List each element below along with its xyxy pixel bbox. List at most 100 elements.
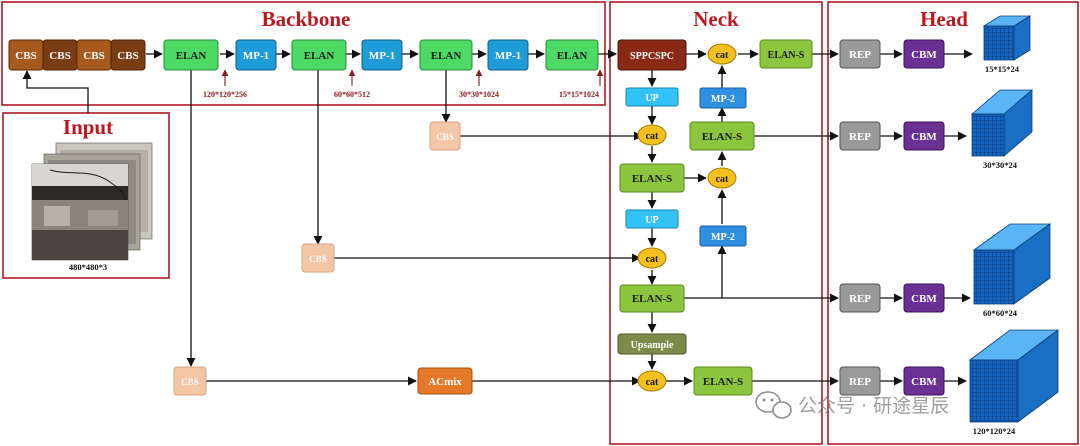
neck-cat-2: cat [637, 247, 667, 269]
input-title: Input [63, 115, 113, 139]
neck-up-2: UP [625, 209, 679, 229]
svg-text:cat: cat [646, 377, 659, 388]
head-title: Head [920, 7, 968, 31]
neck-cat-1: cat [637, 124, 667, 146]
svg-text:MP-1: MP-1 [369, 50, 395, 62]
svg-text:MP-2: MP-2 [711, 94, 735, 105]
head-cbm-1: CBM [903, 39, 945, 69]
dim-label-3: 30*30*1024 [459, 90, 499, 99]
head-rep-4: REP [839, 366, 881, 396]
head-rep-3: REP [839, 283, 881, 313]
input-image-stack [31, 142, 153, 261]
svg-text:UP: UP [645, 215, 658, 226]
svg-text:UP: UP [645, 93, 658, 104]
head-rep-1: REP [839, 39, 881, 69]
svg-text:cat: cat [646, 254, 659, 265]
backbone-mp1-2: MP-1 [361, 39, 403, 71]
dim-label-1: 120*120*256 [203, 90, 247, 99]
backbone-elan-4: ELAN [545, 39, 599, 71]
connectors [22, 49, 973, 386]
neck-sppcspc: SPPCSPC [617, 39, 687, 71]
backbone-cbs-4: CBS [110, 39, 146, 71]
svg-text:CBS: CBS [309, 254, 327, 264]
svg-text:ELAN-S: ELAN-S [632, 173, 672, 185]
output-cube-2 [970, 89, 1034, 157]
backbone-mp1-1: MP-1 [235, 39, 277, 71]
backbone-cbs-1: CBS [8, 39, 44, 71]
svg-text:cat: cat [646, 131, 659, 142]
svg-text:CBM: CBM [911, 49, 937, 61]
backbone-mp1-3: MP-1 [487, 39, 529, 71]
watermark-text: 公众号 · 研途星辰 [798, 395, 949, 417]
neck-cat-3: cat [637, 370, 667, 392]
backbone-elan-1: ELAN [163, 39, 219, 71]
backbone-cbs-2: CBS [42, 39, 78, 71]
output-label-4: 120*120*24 [973, 426, 1016, 436]
output-label-2: 30*30*24 [983, 160, 1018, 170]
output-label-3: 60*60*24 [983, 308, 1018, 318]
neck-mp2-2: MP-2 [699, 87, 747, 109]
svg-text:CBS: CBS [117, 50, 138, 62]
svg-text:cat: cat [716, 174, 729, 185]
svg-text:ELAN-S: ELAN-S [768, 50, 805, 61]
output-cube-3 [972, 223, 1052, 305]
svg-text:REP: REP [849, 376, 871, 388]
svg-text:ELAN: ELAN [557, 50, 588, 62]
side-cbs-2: CBS [301, 243, 335, 273]
neck-frame [609, 1, 823, 445]
svg-text:CBS: CBS [49, 50, 70, 62]
svg-text:CBM: CBM [911, 131, 937, 143]
neck-elan-s-4: ELAN-S [689, 121, 755, 151]
head-cbm-3: CBM [903, 283, 945, 313]
svg-text:REP: REP [849, 131, 871, 143]
wechat-icon [755, 391, 792, 419]
svg-text:REP: REP [849, 293, 871, 305]
neck-up-1: UP [625, 87, 679, 107]
neck-elan-s-2: ELAN-S [619, 284, 685, 313]
svg-text:MP-1: MP-1 [243, 50, 269, 62]
svg-text:CBM: CBM [911, 376, 937, 388]
neck-upsample: Upsample [617, 333, 687, 355]
head-cbm-4: CBM [903, 366, 945, 396]
svg-text:ELAN: ELAN [176, 50, 207, 62]
watermark: 公众号 · 研途星辰 [755, 391, 949, 419]
head-cbm-2: CBM [903, 121, 945, 151]
backbone-title: Backbone [262, 7, 351, 31]
svg-text:ELAN-S: ELAN-S [703, 376, 743, 388]
output-cube-4 [968, 329, 1060, 423]
svg-text:CBS: CBS [83, 50, 104, 62]
svg-text:CBM: CBM [911, 293, 937, 305]
head-frame [827, 1, 1079, 445]
neck-mp2-1: MP-2 [699, 225, 747, 247]
svg-text:ACmix: ACmix [428, 376, 462, 388]
output-cube-1 [982, 15, 1032, 61]
side-cbs-3: CBS [173, 366, 207, 396]
neck-cat-4: cat [707, 167, 737, 189]
input-frame [2, 112, 170, 279]
neck-elan-s-5: ELAN-S [759, 39, 813, 69]
backbone-elan-2: ELAN [291, 39, 347, 71]
dim-label-4: 15*15*1024 [559, 90, 599, 99]
svg-text:CBS: CBS [181, 377, 199, 387]
neck-title: Neck [693, 7, 739, 31]
svg-text:CBS: CBS [436, 132, 454, 142]
svg-text:ELAN: ELAN [431, 50, 462, 62]
svg-text:ELAN-S: ELAN-S [632, 293, 672, 305]
svg-text:cat: cat [716, 50, 729, 61]
dim-markers [221, 69, 604, 86]
neck-elan-s-1: ELAN-S [619, 163, 685, 193]
svg-text:MP-1: MP-1 [495, 50, 521, 62]
side-cbs-1: CBS [429, 121, 461, 151]
backbone-cbs-3: CBS [76, 39, 112, 71]
svg-text:ELAN: ELAN [304, 50, 335, 62]
svg-text:Upsample: Upsample [631, 340, 674, 351]
neck-elan-s-3: ELAN-S [693, 366, 753, 396]
svg-text:CBS: CBS [15, 50, 36, 62]
dim-label-2: 60*60*512 [334, 90, 370, 99]
head-rep-2: REP [839, 121, 881, 151]
neck-cat-5: cat [707, 43, 737, 65]
svg-text:MP-2: MP-2 [711, 232, 735, 243]
backbone-elan-3: ELAN [419, 39, 473, 71]
